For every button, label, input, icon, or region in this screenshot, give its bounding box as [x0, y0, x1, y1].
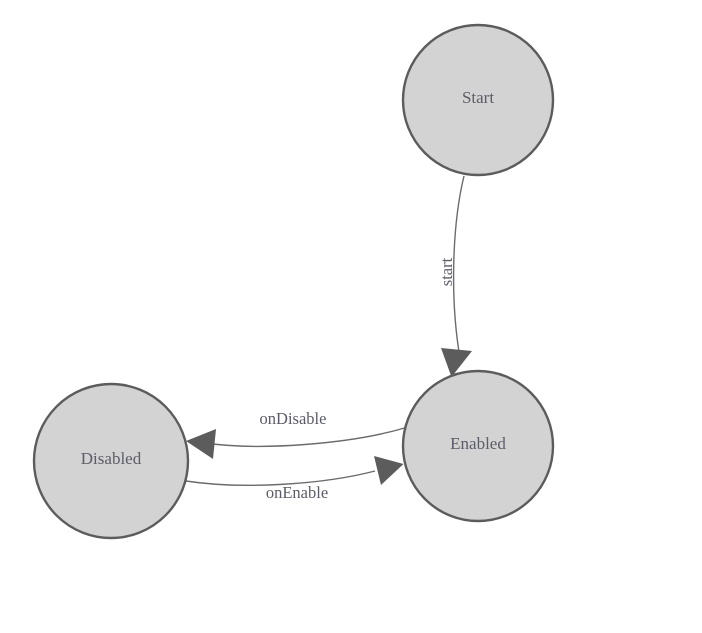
arrowhead-ondisable: [186, 429, 216, 459]
arrowhead-onenable: [374, 456, 404, 485]
node-start[interactable]: Start: [401, 23, 555, 177]
node-disabled-circle[interactable]: [32, 382, 190, 540]
edge-path-start: [452, 175, 465, 359]
node-enabled-circle[interactable]: [401, 369, 555, 523]
edge-path-ondisable: [204, 427, 405, 448]
node-disabled[interactable]: Disabled: [32, 382, 190, 540]
node-disabled-label: Disabled: [81, 449, 142, 468]
edge-label-onenable: onEnable: [266, 483, 328, 502]
node-enabled-label: Enabled: [450, 434, 506, 453]
node-enabled[interactable]: Enabled: [401, 369, 555, 523]
arrowhead-start: [441, 348, 472, 377]
edge-label-ondisable: onDisable: [260, 409, 327, 428]
node-start-label: Start: [462, 88, 494, 107]
edge-start-to-enabled[interactable]: start: [437, 175, 472, 377]
node-start-circle[interactable]: [401, 23, 555, 177]
edge-path-onenable: [185, 470, 376, 486]
edge-disabled-to-enabled[interactable]: onEnable: [185, 456, 404, 502]
edge-enabled-to-disabled[interactable]: onDisable: [186, 409, 405, 459]
edge-label-start: start: [437, 257, 456, 286]
